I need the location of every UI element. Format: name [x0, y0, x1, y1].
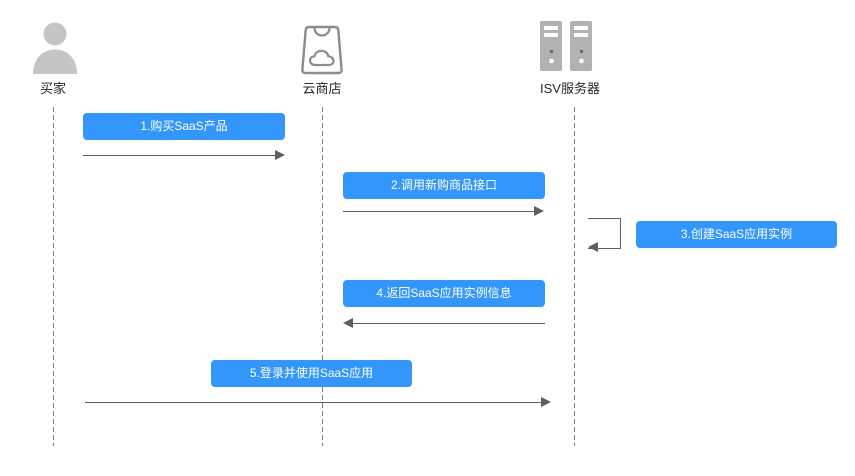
message-label-4: 4.返回SaaS应用实例信息: [343, 280, 545, 307]
arrowhead-left-icon: [343, 318, 353, 328]
arrowhead-right-icon: [534, 206, 544, 216]
actor-label-buyer: 买家: [39, 81, 66, 96]
message-arrow-4: [353, 323, 545, 324]
message-label-2: 2.调用新购商品接口: [343, 172, 545, 199]
lifeline-cloud-store: [322, 107, 323, 446]
cloud-store-bag-icon: [300, 24, 344, 81]
self-call-loop: [588, 218, 621, 249]
actor-label-isv-server: ISV服务器: [540, 81, 600, 96]
message-label-3: 3.创建SaaS应用实例: [636, 221, 837, 248]
message-arrow-5: [85, 402, 541, 403]
arrowhead-right-icon: [541, 397, 551, 407]
message-label-5: 5.登录并使用SaaS应用: [211, 360, 412, 387]
lifeline-buyer: [53, 107, 54, 446]
actor-label-cloud-store: 云商店: [302, 81, 342, 96]
arrowhead-left-icon: [588, 242, 598, 252]
message-arrow-2: [343, 211, 534, 212]
arrowhead-right-icon: [275, 150, 285, 160]
lifeline-isv-server: [574, 107, 575, 446]
message-arrow-1: [83, 155, 275, 156]
server-towers-icon: [540, 21, 592, 76]
person-icon: [31, 21, 79, 79]
message-label-1: 1.购买SaaS产品: [83, 113, 285, 140]
